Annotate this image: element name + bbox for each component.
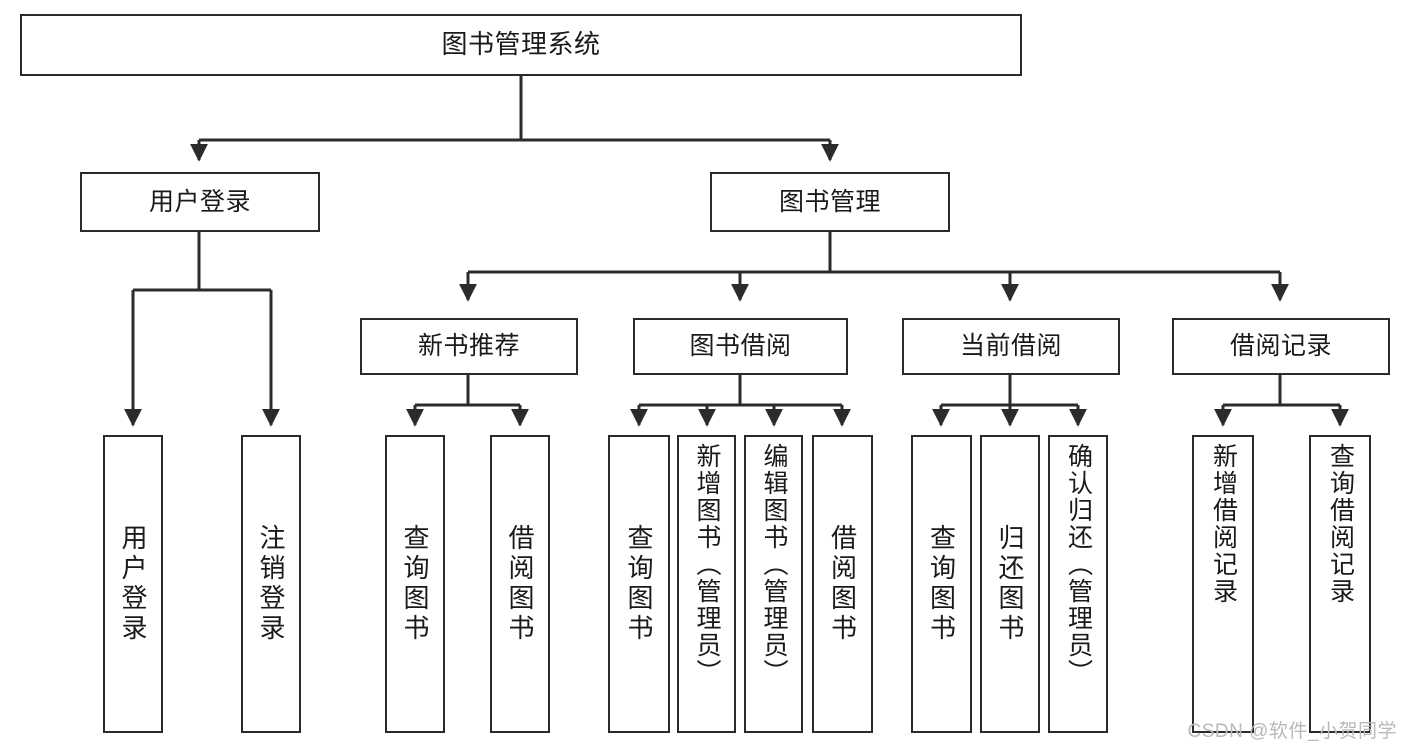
- node-root-system[interactable]: 图书管理系统: [20, 14, 1022, 76]
- leaf-query-book-current[interactable]: 查询图书: [911, 435, 972, 733]
- node-label: 用户登录: [148, 187, 251, 216]
- node-label: 确认归还（管理员）: [1064, 443, 1093, 686]
- leaf-borrow-book[interactable]: 借阅图书: [812, 435, 873, 733]
- watermark: CSDN @软件_小贺同学: [1187, 721, 1397, 742]
- node-label: 编辑图书（管理员）: [760, 443, 788, 686]
- node-label: 图书借阅: [689, 332, 792, 361]
- leaf-user-login[interactable]: 用户登录: [103, 435, 163, 733]
- node-label: 查询图书: [926, 524, 957, 644]
- node-label: 新增图书（管理员）: [693, 443, 721, 686]
- leaf-add-book[interactable]: 新增图书（管理员）: [677, 435, 736, 733]
- node-book-manage[interactable]: 图书管理: [710, 172, 950, 232]
- leaf-return-book[interactable]: 归还图书: [980, 435, 1040, 733]
- node-label: 注销登录: [256, 524, 286, 644]
- node-new-book-rec[interactable]: 新书推荐: [360, 318, 578, 375]
- node-label: 图书管理: [778, 187, 881, 216]
- leaf-edit-book[interactable]: 编辑图书（管理员）: [744, 435, 803, 733]
- node-borrow-record[interactable]: 借阅记录: [1172, 318, 1390, 375]
- node-label: 借阅记录: [1229, 332, 1332, 361]
- node-label: 查询图书: [400, 524, 430, 644]
- leaf-query-borrow-record[interactable]: 查询借阅记录: [1309, 435, 1371, 733]
- node-user-login[interactable]: 用户登录: [80, 172, 320, 232]
- node-label: 新增借阅记录: [1209, 443, 1238, 605]
- leaf-borrow-book-recommend[interactable]: 借阅图书: [490, 435, 550, 733]
- node-book-borrow[interactable]: 图书借阅: [633, 318, 848, 375]
- node-label: 归还图书: [995, 524, 1025, 644]
- node-label: 查询借阅记录: [1326, 443, 1355, 605]
- node-label: 新书推荐: [417, 332, 520, 361]
- node-label: 借阅图书: [505, 524, 535, 644]
- node-label: 用户登录: [118, 524, 148, 644]
- node-label: 图书管理系统: [441, 29, 601, 60]
- node-label: 当前借阅: [959, 332, 1062, 361]
- node-label: 查询图书: [624, 524, 654, 644]
- leaf-add-borrow-record[interactable]: 新增借阅记录: [1192, 435, 1254, 733]
- node-label: 借阅图书: [827, 524, 858, 644]
- leaf-query-book-recommend[interactable]: 查询图书: [385, 435, 445, 733]
- node-current-borrow[interactable]: 当前借阅: [902, 318, 1120, 375]
- leaf-query-book-borrow[interactable]: 查询图书: [608, 435, 670, 733]
- leaf-confirm-return[interactable]: 确认归还（管理员）: [1048, 435, 1108, 733]
- leaf-logout-login[interactable]: 注销登录: [241, 435, 301, 733]
